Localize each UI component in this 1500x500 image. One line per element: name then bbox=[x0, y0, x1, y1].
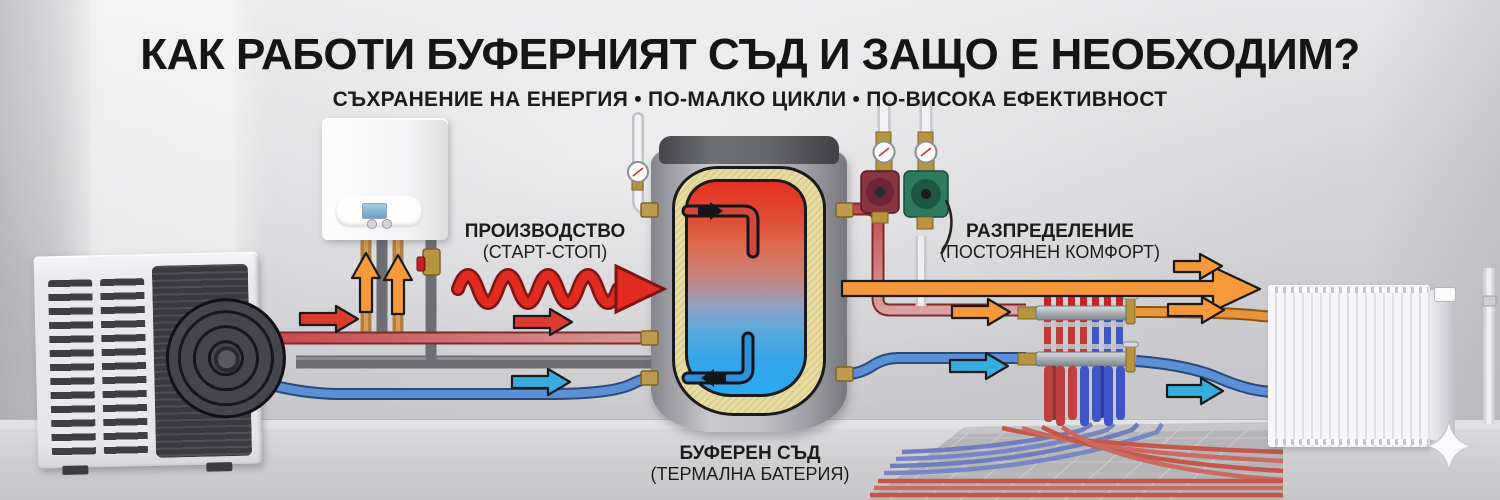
underfloor-heating-manifold bbox=[1017, 290, 1139, 426]
underfloor-heating-coils bbox=[868, 422, 1284, 500]
orange-up-arrow-icon bbox=[382, 253, 414, 316]
pump-cable bbox=[939, 199, 953, 255]
label-production-title: ПРОИЗВОДСТВО bbox=[464, 221, 626, 242]
boiler-knob bbox=[382, 219, 392, 229]
page-title: КАК РАБОТИ БУФЕРНИЯТ СЪД И ЗАЩО Е НЕОБХО… bbox=[140, 30, 1360, 79]
label-buffer-tank: БУФЕРЕН СЪД (ТЕРМАЛНА БАТЕРИЯ) bbox=[610, 443, 890, 484]
label-buffer-tank-title: БУФЕРЕН СЪД bbox=[679, 443, 821, 464]
red-arrow-icon bbox=[512, 307, 574, 337]
radiator-thermostat-valve bbox=[1434, 287, 1456, 302]
manifold-loop-pipes-lower bbox=[1044, 366, 1125, 426]
circulation-pump-green bbox=[903, 131, 953, 255]
flow-arrows bbox=[298, 251, 1262, 406]
radiator-top-vent bbox=[1270, 287, 1428, 293]
sparkle-icon bbox=[1425, 419, 1473, 472]
shutoff-valve bbox=[416, 248, 441, 276]
red-arrow-icon bbox=[298, 304, 360, 334]
label-production: ПРОИЗВОДСТВО (СТАРТ-СТОП) bbox=[420, 221, 670, 262]
flow-arrow-icon bbox=[698, 202, 723, 220]
orange-arrow-icon bbox=[1172, 252, 1224, 281]
page-subtitle: СЪХРАНЕНИЕ НА ЕНЕРГИЯ • ПО-МАЛКО ЦИКЛИ •… bbox=[332, 88, 1168, 111]
orange-arrow-icon bbox=[1166, 295, 1226, 325]
label-distribution-subtitle: (ПОСТОЯНЕН КОМФОРТ) bbox=[939, 242, 1161, 263]
blue-arrow-icon bbox=[510, 367, 572, 397]
circulation-pump-red bbox=[860, 131, 900, 224]
radiator-bottom-vent bbox=[1270, 439, 1428, 445]
boiler-knob bbox=[367, 219, 377, 229]
boiler-display bbox=[362, 203, 387, 219]
radiator-side-panel bbox=[1430, 290, 1455, 440]
distribution-main-arrow-icon bbox=[840, 265, 1262, 313]
tank-internal-outlet-pipe bbox=[681, 331, 755, 387]
label-distribution: РАЗПРЕДЕЛЕНИЕ (ПОСТОЯНЕН КОМФОРТ) bbox=[890, 221, 1210, 262]
label-buffer-tank-subtitle: (ТЕРМАЛНА БАТЕРИЯ) bbox=[650, 464, 850, 485]
production-wavy-arrow-icon bbox=[451, 263, 668, 315]
orange-up-arrow-icon bbox=[350, 251, 382, 314]
label-production-subtitle: (СТАРТ-СТОП) bbox=[482, 242, 608, 263]
orange-arrow-icon bbox=[950, 297, 1012, 327]
cyan-arrow-icon bbox=[1165, 376, 1225, 406]
tank-internal-inlet-pipe bbox=[681, 202, 760, 259]
wall-pipe-right bbox=[1482, 268, 1497, 424]
flow-arrow-icon bbox=[701, 369, 726, 387]
cyan-arrow-icon bbox=[948, 351, 1010, 381]
label-distribution-title: РАЗПРЕДЕЛЕНИЕ bbox=[966, 221, 1134, 242]
distribution-return-pipe bbox=[844, 352, 1277, 398]
tank-port-fittings bbox=[640, 202, 854, 386]
panel-radiator bbox=[1268, 281, 1460, 457]
manifold-loop-pipes-upper bbox=[1042, 320, 1125, 354]
radiator-front-panel bbox=[1268, 285, 1430, 447]
pressure-gauge bbox=[627, 161, 649, 191]
buffer-tank-cap bbox=[659, 136, 839, 164]
